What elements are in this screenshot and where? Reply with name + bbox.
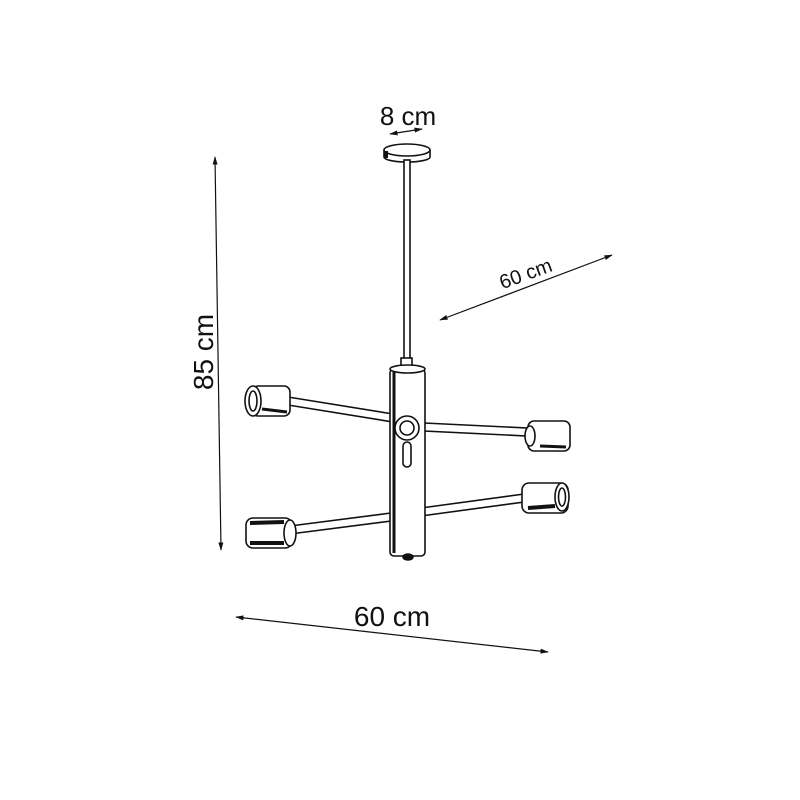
width-dimension-line — [235, 615, 549, 654]
canopy-dimension-label: 8 cm — [380, 101, 436, 131]
arm-lower-left — [289, 512, 392, 535]
socket-upper-right — [524, 420, 571, 452]
height-dimension-label: 85 cm — [188, 314, 219, 390]
height-dimension-line — [212, 156, 224, 551]
lamp-drawing — [244, 143, 571, 561]
arm-upper-left — [287, 396, 394, 423]
socket-upper-left — [244, 385, 291, 417]
canopy — [383, 143, 431, 163]
socket-lower-right — [521, 482, 570, 514]
socket-lower-left — [245, 517, 297, 549]
depth-dimension-line — [439, 254, 613, 321]
arm-lower-right — [420, 493, 525, 517]
canopy-dimension-line — [389, 127, 423, 136]
arm-upper-right — [423, 422, 528, 437]
width-dimension-label: 60 cm — [354, 601, 430, 632]
central-tube — [389, 364, 426, 561]
suspension-rod — [403, 159, 411, 366]
